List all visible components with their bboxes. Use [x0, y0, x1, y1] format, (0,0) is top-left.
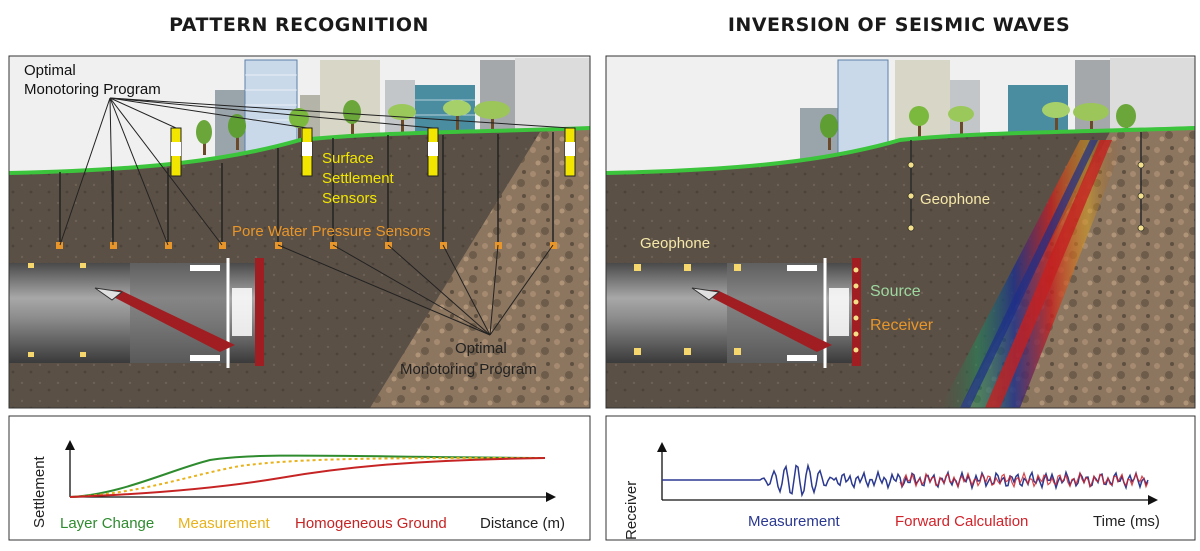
trees-left	[196, 100, 510, 155]
seismic-wave-band	[940, 140, 1125, 408]
receiver-chart: Receiver Measurement Forward Calculation…	[605, 415, 1196, 541]
pore-water-label: Pore Water Pressure Sensors	[232, 223, 431, 240]
legend-layer-change: Layer Change	[60, 515, 154, 532]
tunnel-boring-machine-left	[9, 258, 264, 368]
right-panel-title: INVERSION OF SEISMIC WAVES	[727, 14, 1071, 36]
x-axis-label: Distance (m)	[480, 515, 565, 532]
surface-sensors-line2: Settlement	[322, 170, 395, 187]
geophone-label-right: Geophone	[920, 191, 990, 208]
tunnel-boring-machine-right	[606, 258, 861, 368]
pore-water-sensors	[59, 132, 554, 245]
x-axis-label-right: Time (ms)	[1093, 513, 1160, 530]
geophone-strings	[910, 132, 1142, 230]
series-forward-calculation	[899, 471, 1149, 489]
optimal-bottom-line2: Monotoring Program	[400, 361, 537, 378]
optimal-bottom-line1: Optimal	[455, 340, 507, 357]
settlement-chart: Settlement Layer Change Measurement Homo…	[8, 415, 591, 541]
ground-surface-right	[606, 126, 1195, 175]
series-homogeneous	[69, 457, 546, 498]
surface-sensors-line1: Surface	[322, 150, 374, 167]
legend-measurement: Measurement	[178, 515, 271, 532]
series-measurement	[69, 457, 546, 498]
monitoring-lines-bottom	[277, 244, 554, 336]
y-axis-label: Settlement	[31, 455, 48, 528]
ground-surface	[9, 126, 590, 175]
optimal-top-line2: Monotoring Program	[24, 81, 161, 98]
left-panel-title: PATTERN RECOGNITION	[169, 14, 429, 36]
y-axis-label-right: Receiver	[623, 481, 640, 540]
left-scene: Optimal Monotoring Program Surface Settl…	[9, 56, 590, 408]
series-layer-change	[69, 454, 546, 498]
receiver-label: Receiver	[870, 317, 934, 334]
surface-settlement-sensors	[170, 127, 576, 177]
optimal-top-line1: Optimal	[24, 62, 76, 79]
series-receiver-measurement	[662, 462, 1149, 498]
source-label: Source	[870, 283, 921, 300]
surface-sensors-line3: Sensors	[322, 190, 377, 207]
legend-homogeneous: Homogeneous Ground	[295, 515, 447, 532]
rock-layer	[370, 128, 590, 408]
monitoring-lines-top	[59, 97, 571, 246]
legend-receiver-measurement: Measurement	[748, 513, 841, 530]
legend-forward-calculation: Forward Calculation	[895, 513, 1028, 530]
trees-right	[820, 102, 1136, 150]
right-scene: Geophone Geophone Source Receiver	[606, 56, 1195, 408]
geophone-label-left: Geophone	[640, 235, 710, 252]
